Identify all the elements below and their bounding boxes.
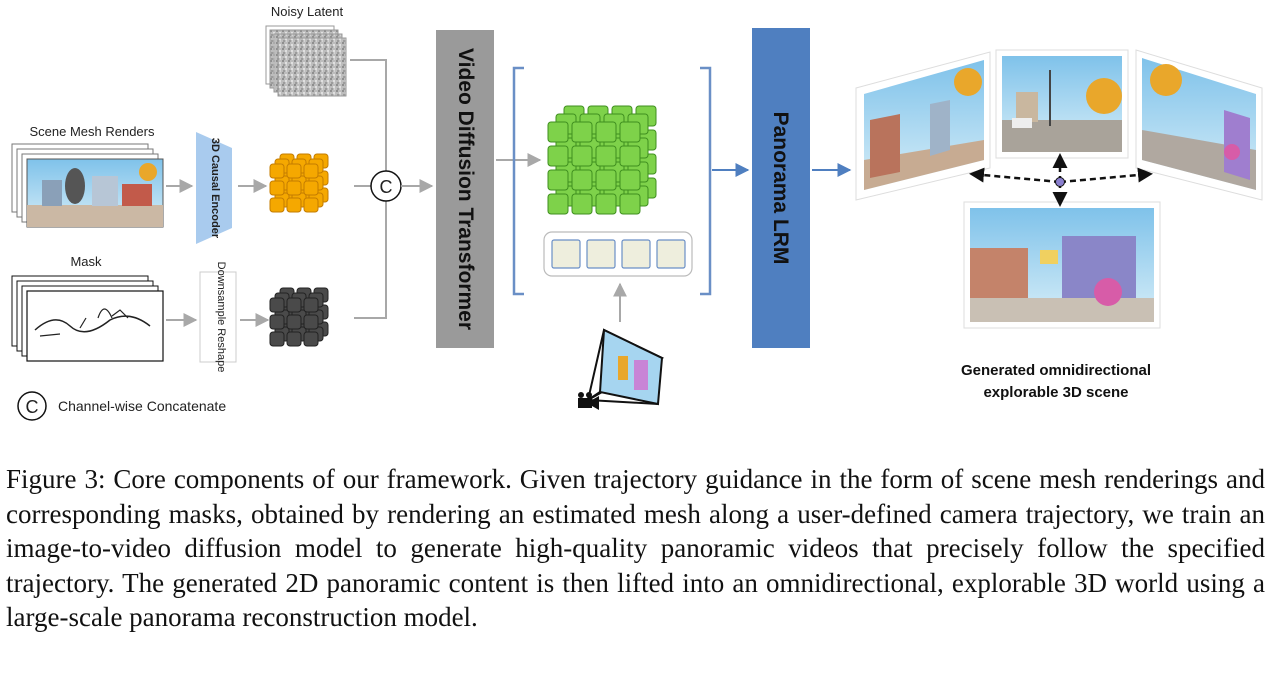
downsample-label: Downsample Reshape [215, 262, 227, 373]
output-label-line1: Generated omnidirectional [961, 362, 1151, 379]
scene-render-image [26, 158, 164, 228]
latent-cube [303, 314, 319, 330]
latent-cube [303, 331, 319, 347]
latent-cube [303, 197, 319, 213]
latent-cube [595, 121, 617, 143]
generated-scene-views [855, 49, 1263, 329]
camera-token-row [543, 231, 693, 277]
output-label-line2: explorable 3D scene [983, 384, 1128, 401]
latent-cube [286, 180, 302, 196]
latent-cube [571, 145, 593, 167]
mask-label: Mask [70, 254, 102, 269]
scene-mesh-renders-stack [11, 143, 164, 228]
latent-output-bracket [512, 66, 712, 296]
latent-cube [286, 163, 302, 179]
latent-cube [547, 145, 569, 167]
mask-latent-cubes [269, 287, 329, 347]
latent-cube [571, 121, 593, 143]
latent-cube [269, 314, 285, 330]
latent-cube [619, 169, 641, 191]
latent-cube [547, 169, 569, 191]
causal-encoder-block: 3D Causal Encoder [196, 132, 232, 244]
legend-concat-letter: C [26, 397, 39, 417]
panorama-lrm-block: Panorama LRM [752, 28, 810, 348]
framework-diagram: Noisy Latent Scene Mesh Renders Mask [11, 4, 1263, 421]
latent-cube [303, 163, 319, 179]
downsample-block: Downsample Reshape [199, 262, 237, 373]
concat-connector-lines [350, 59, 387, 319]
latent-cube [619, 193, 641, 215]
latent-cube [303, 180, 319, 196]
causal-encoder-label: 3D Causal Encoder [209, 138, 221, 239]
video-diffusion-transformer-block: Video Diffusion Transformer [436, 30, 494, 348]
camera-frustum-icon [578, 328, 665, 410]
latent-cube [571, 193, 593, 215]
scene-view-left [855, 51, 991, 201]
vdt-label: Video Diffusion Transformer [454, 48, 477, 330]
mask-image [26, 290, 164, 362]
concat-legend: C Channel-wise Concatenate [17, 391, 226, 421]
scene-view-bottom [963, 201, 1161, 329]
green-video-latent-cubes [547, 105, 657, 215]
latent-cube [595, 169, 617, 191]
lrm-label: Panorama LRM [769, 112, 792, 265]
latent-cube [269, 163, 285, 179]
legend-concat-symbol [17, 391, 47, 421]
latent-cube [303, 297, 319, 313]
scene-mesh-renders-label: Scene Mesh Renders [29, 124, 155, 139]
latent-cube [571, 169, 593, 191]
latent-cube [269, 180, 285, 196]
concat-symbol: C [370, 170, 402, 202]
latent-cube [619, 145, 641, 167]
latent-cube [269, 297, 285, 313]
latent-cube [595, 193, 617, 215]
latent-cube [595, 145, 617, 167]
exploration-center-point [1055, 177, 1065, 187]
legend-concat-text: Channel-wise Concatenate [58, 398, 226, 414]
latent-cube [286, 197, 302, 213]
latent-cube [547, 121, 569, 143]
latent-cube [619, 121, 641, 143]
latent-cube [286, 314, 302, 330]
scene-view-center [995, 49, 1129, 159]
latent-cube [286, 297, 302, 313]
noisy-latent-label: Noisy Latent [271, 4, 344, 19]
latent-cube [269, 197, 285, 213]
scene-view-right [1135, 49, 1263, 201]
latent-cube [547, 193, 569, 215]
concat-symbol-letter: C [380, 177, 393, 197]
noisy-latent-stack [265, 25, 347, 97]
video-camera-icon [578, 392, 599, 410]
mask-stack [11, 275, 164, 362]
latent-cube [269, 331, 285, 347]
orange-latent-cubes [269, 153, 329, 213]
latent-cube [286, 331, 302, 347]
figure-caption: Figure 3: Core components of our framewo… [6, 464, 1265, 632]
